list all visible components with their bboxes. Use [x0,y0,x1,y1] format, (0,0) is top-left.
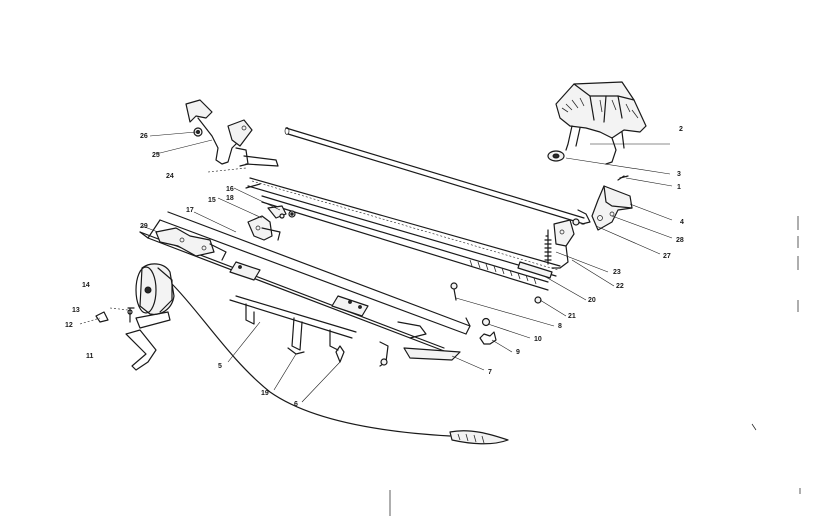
part-label-6: 6 [294,401,298,408]
part-label-20: 20 [588,297,596,304]
part-label-23: 23 [613,269,621,276]
part-label-11: 11 [86,353,94,360]
small-bracket-parts [247,205,296,241]
spring-bracket-assembly [544,218,580,269]
part-label-2: 2 [679,126,683,133]
part-label-1: 1 [677,184,681,191]
part-label-8: 8 [558,323,562,330]
part-label-9: 9 [516,349,520,356]
part-label-19: 19 [261,390,269,397]
part-labels: 2 3 1 4 28 27 23 22 20 21 8 10 9 7 26 25… [65,126,684,408]
part-label-29: 29 [140,223,148,230]
part-label-28: 28 [676,237,684,244]
part-label-27: 27 [663,253,671,260]
part-label-12: 12 [65,322,73,329]
shaft-rod [284,127,585,225]
part-label-3: 3 [677,171,681,178]
pedal-lever-assembly [185,99,279,167]
part-label-24: 24 [166,173,174,180]
part-label-17: 17 [186,207,194,214]
end-bracket-part [577,185,633,231]
part-label-26: 26 [140,133,148,140]
part-label-21: 21 [568,313,576,320]
part-label-4: 4 [680,219,684,226]
part-label-15: 15 [208,197,216,204]
scan-marks [389,216,801,516]
hardware-parts [279,175,629,367]
part-label-25: 25 [152,152,160,159]
rack-bar [261,195,553,291]
part-label-22: 22 [616,283,624,290]
part-label-16: 16 [226,186,234,193]
part-label-13: 13 [72,307,80,314]
upper-rail [245,177,561,277]
part-label-10: 10 [534,336,542,343]
channel-lever [155,227,227,261]
part-label-18: 18 [226,195,234,202]
part-label-7: 7 [488,369,492,376]
part-label-14: 14 [82,282,90,289]
leader-lines [79,131,673,403]
cable [171,283,509,445]
main-channel [139,211,471,361]
part-label-5: 5 [218,363,222,370]
hood-bracket-part [547,81,647,165]
drum-wheel-assembly [95,263,175,371]
